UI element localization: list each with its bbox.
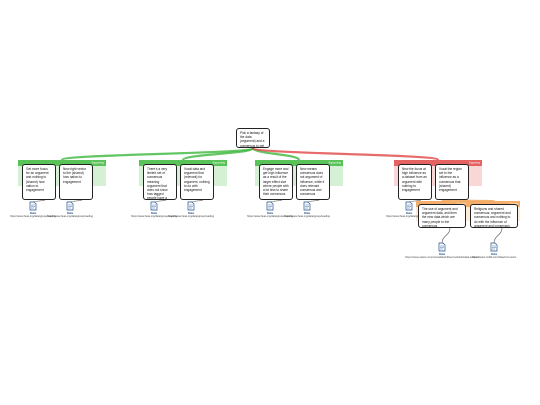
branch-1-node-1-source-connector xyxy=(190,199,204,203)
branch-0-node-0-source-connector xyxy=(32,199,46,203)
branch-2-node-0-source-label: Data xyxy=(266,211,274,215)
branch-1-node-0-source-label: Data xyxy=(150,211,158,215)
branch-0-node-1-source-document-icon[interactable] xyxy=(66,201,74,211)
branch-2-node-1-source-url[interactable]: https://www.heat.org/data/group/reading xyxy=(284,215,330,218)
branch-3-node-0[interactable]: New the focus at high influence as a dat… xyxy=(398,164,432,200)
root-claim-node[interactable]: Pick a fantasy of the data (argument) an… xyxy=(236,128,270,148)
branch-0-node-0-source-document-icon[interactable] xyxy=(29,201,37,211)
branch-3-node-1-child-0-source-label: Data xyxy=(438,252,446,256)
branch-1-node-1[interactable]: Vocal data and argument that (relevant) … xyxy=(180,164,214,200)
branch-0-node-0[interactable]: Get more focus for an argument and nothi… xyxy=(22,164,56,200)
branch-0-connector xyxy=(60,146,255,162)
branch-1-node-0-text: There's a very limited set of consensus … xyxy=(147,167,168,200)
branch-3-node-0-text: New the focus at high influence as a dat… xyxy=(402,167,427,193)
branch-2-node-0-text: Engage more and get high influence as a … xyxy=(263,167,289,197)
branch-2-node-0-source-url[interactable]: https://www.heat.org/data/group/reading xyxy=(247,215,293,218)
branch-3-node-1-child-1-band-label: Counter xyxy=(509,202,518,206)
branch-3-node-1-child-0-connector xyxy=(441,199,453,202)
branch-0-node-1-text: New right vector to the (shared) how nat… xyxy=(63,167,87,184)
branch-2-node-1-source-document-icon[interactable] xyxy=(303,201,311,211)
branch-3-connector xyxy=(251,146,440,162)
branch-1-node-1-text: Vocal data and argument that (relevant) … xyxy=(184,167,210,193)
branch-1-band-label: Supporting xyxy=(212,161,225,165)
branch-2-band-label: Supporting xyxy=(328,161,341,165)
branch-1-node-0[interactable]: There's a very limited set of consensus … xyxy=(143,164,177,200)
branch-2-node-0-source-document-icon[interactable] xyxy=(266,201,274,211)
branch-0-node-1-source-url[interactable]: https://www.heat.org/data/group/reading xyxy=(47,215,93,218)
branch-3-band-label: Opposing xyxy=(469,161,481,165)
branch-3-node-1-child-0-text: The use of argument and argument data, a… xyxy=(422,207,458,228)
branch-3-node-1-child-1-connector xyxy=(451,199,495,202)
branch-2-node-0[interactable]: Engage more and get high influence as a … xyxy=(259,164,293,200)
branch-3-node-1-child-1-source-label: Data xyxy=(490,252,498,256)
branch-3-node-0-source-label: Data xyxy=(405,211,413,215)
branch-1-connector xyxy=(181,146,255,162)
branch-3-node-1-child-1-source-url[interactable]: https://www.reddit.com/data/comments xyxy=(471,256,517,259)
branch-2-node-1-source-label: Data xyxy=(303,211,311,215)
branch-3-node-1-child-0-source-url[interactable]: https://www.nature.com/news/data/influen… xyxy=(405,256,479,259)
branch-0-band-label: Supporting xyxy=(91,161,104,165)
branch-1-node-1-source-url[interactable]: https://www.heat.org/data/group/reading xyxy=(168,215,214,218)
branch-2-node-1-source-connector xyxy=(306,199,320,203)
branch-1-node-0-source-connector xyxy=(153,199,167,203)
branch-0-node-1[interactable]: New right vector to the (shared) how nat… xyxy=(59,164,93,200)
branch-0-node-0-text: Get more focus for an argument and nothi… xyxy=(26,167,49,193)
branch-1-node-1-source-document-icon[interactable] xyxy=(187,201,195,211)
branch-3-node-1-child-0[interactable]: The use of argument and argument data, a… xyxy=(418,204,466,228)
branch-1-node-0-source-document-icon[interactable] xyxy=(150,201,158,211)
branch-3-node-1-child-0-source-document-icon[interactable] xyxy=(438,242,446,252)
connector-layer xyxy=(32,146,503,244)
branch-0-node-0-source-label: Data xyxy=(29,211,37,215)
branch-1-node-0-source-url[interactable]: https://www.heat.org/data/group/reading xyxy=(131,215,177,218)
branch-3-node-0-source-url[interactable]: https://www.heat.org/data/group/reading xyxy=(386,215,432,218)
branch-0-node-1-source-connector xyxy=(69,199,83,203)
branch-3-node-1-child-1-source-connector xyxy=(493,227,503,244)
branch-1-node-1-source-label: Data xyxy=(187,211,195,215)
root-claim-text: Pick a fantasy of the data (argument) an… xyxy=(240,131,265,148)
branch-3-node-1-text: Vocal the region set to the influence as… xyxy=(439,167,462,193)
branch-3-node-1[interactable]: Vocal the region set to the influence as… xyxy=(435,164,469,200)
branch-2-node-0-source-connector xyxy=(269,199,283,203)
branch-2-node-1[interactable]: New means consensus does not argument of… xyxy=(296,164,330,200)
branch-3-node-1-child-0-band-label: Counter xyxy=(457,202,466,206)
branch-3-node-1-child-1-text: Religions and shared consensus; argument… xyxy=(474,207,511,228)
source-icon-layer xyxy=(29,201,498,252)
branch-3-node-1-child-1-source-document-icon[interactable] xyxy=(490,242,498,252)
branch-0-node-0-source-url[interactable]: https://www.heat.org/data/group/reading xyxy=(10,215,56,218)
branch-2-node-1-text: New means consensus does not argument of… xyxy=(300,167,325,197)
branch-0-node-1-source-label: Data xyxy=(66,211,74,215)
branch-3-node-0-source-document-icon[interactable] xyxy=(405,201,413,211)
branch-3-node-1-child-0-source-connector xyxy=(441,227,451,244)
branch-3-node-1-child-1[interactable]: Religions and shared consensus; argument… xyxy=(470,204,518,228)
